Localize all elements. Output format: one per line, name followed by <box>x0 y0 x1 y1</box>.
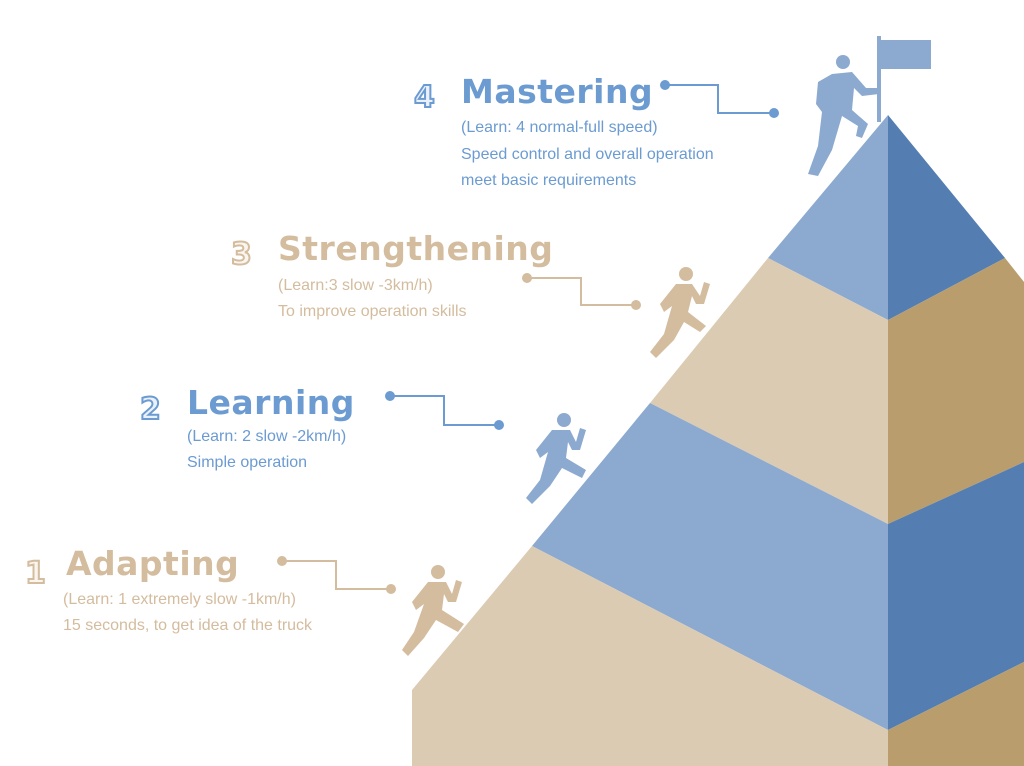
stage-subtitle-1: (Learn: 1 extremely slow -1km/h) <box>63 591 296 608</box>
climber-icon-4 <box>808 55 879 176</box>
connector-line-2 <box>385 391 504 430</box>
stage-title-4: Mastering <box>461 72 654 111</box>
connector-line-3 <box>522 273 641 310</box>
pyramid-band-2-front <box>532 403 888 730</box>
stage-number-1: 1 <box>24 555 47 592</box>
climber-icon-2 <box>526 413 586 504</box>
stage-number-2: 2 <box>139 391 162 428</box>
stage-desc-4-line-1: Speed control and overall operation <box>461 146 714 163</box>
stage-desc-2-line-1: Simple operation <box>187 454 308 471</box>
connector-line-4 <box>660 80 779 118</box>
pyramid-band-1-side <box>888 662 1024 766</box>
flag-icon <box>877 36 931 122</box>
pyramid-band-1-front <box>412 546 888 766</box>
stage-subtitle-2: (Learn: 2 slow -2km/h) <box>187 428 347 445</box>
stage-title-3: Strengthening <box>278 229 554 268</box>
stage-desc-3-line-1: To improve operation skills <box>278 303 467 320</box>
stage-number-4: 4 <box>413 79 436 116</box>
climber-icon-3 <box>650 267 710 358</box>
pyramid-band-4-side <box>888 115 1005 320</box>
stage-number-3: 3 <box>230 236 253 273</box>
stage-subtitle-4: (Learn: 4 normal-full speed) <box>461 119 658 136</box>
pyramid-band-3-front <box>650 258 888 524</box>
stage-title-2: Learning <box>187 383 355 422</box>
pyramid-band-4-front <box>768 115 888 320</box>
pyramid-band-2-side <box>888 462 1024 730</box>
connector-line-1 <box>277 556 396 594</box>
pyramid-band-3-side <box>888 258 1024 524</box>
climber-icon-1 <box>402 565 464 656</box>
stage-desc-4-line-2: meet basic requirements <box>461 172 637 189</box>
stage-title-1: Adapting <box>66 544 240 583</box>
stage-desc-1-line-1: 15 seconds, to get idea of the truck <box>63 617 313 634</box>
stage-subtitle-3: (Learn:3 slow -3km/h) <box>278 277 433 294</box>
